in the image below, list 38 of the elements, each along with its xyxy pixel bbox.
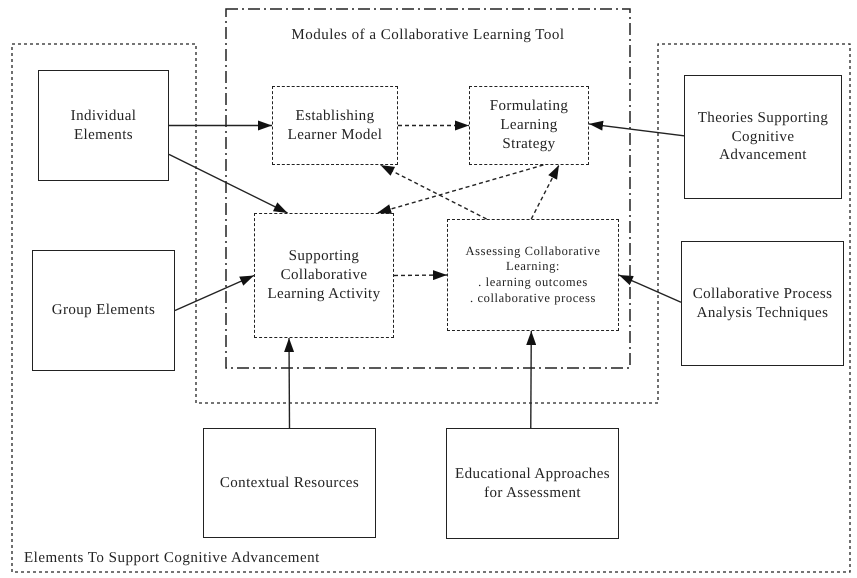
arrow (618, 274, 682, 303)
region-label: Elements To Support Cognitive Advancement (24, 550, 320, 567)
box-label: Establishing Learner Model (286, 106, 384, 144)
arrow (169, 120, 272, 130)
box-label: Formulating Learning Strategy (488, 97, 570, 154)
list-item: . learning outcomes (477, 275, 589, 291)
element-box (32, 250, 175, 371)
box-label: Contextual Resources (218, 474, 360, 492)
arrow (588, 120, 684, 136)
module-box (272, 86, 398, 165)
element-box (684, 75, 842, 199)
module-frame (226, 9, 630, 368)
box-label: Assessing Collaborative Learning: (464, 244, 602, 275)
box-label: Educational Approaches for Assessment (454, 464, 611, 502)
element-box (446, 428, 619, 539)
box-label: Supporting Collaborative Learning Activity (266, 247, 382, 304)
element-box (203, 428, 376, 538)
arrow (377, 164, 544, 214)
arrow (174, 274, 254, 312)
module-box (469, 86, 589, 165)
box-label: Theories Supporting Cognitive Advancement (696, 108, 830, 166)
frame-title: Modules of a Collaborative Learning Tool (291, 27, 565, 44)
box-label: Individual Elements (70, 106, 138, 144)
list-item: . collaborative process (469, 290, 597, 306)
module-box (447, 219, 619, 331)
box-label: Group Elements (50, 301, 156, 320)
region-boundary (12, 44, 850, 572)
module-box (254, 213, 394, 338)
element-box (681, 241, 844, 366)
box-label: Collaborative Process Analysis Techniques (692, 284, 834, 322)
arrow (526, 331, 536, 428)
arrow (284, 338, 294, 428)
arrow (398, 120, 469, 130)
element-box (38, 70, 169, 181)
arrow (168, 154, 288, 214)
arrow (380, 164, 487, 220)
arrow (530, 164, 560, 220)
arrow (394, 270, 447, 280)
